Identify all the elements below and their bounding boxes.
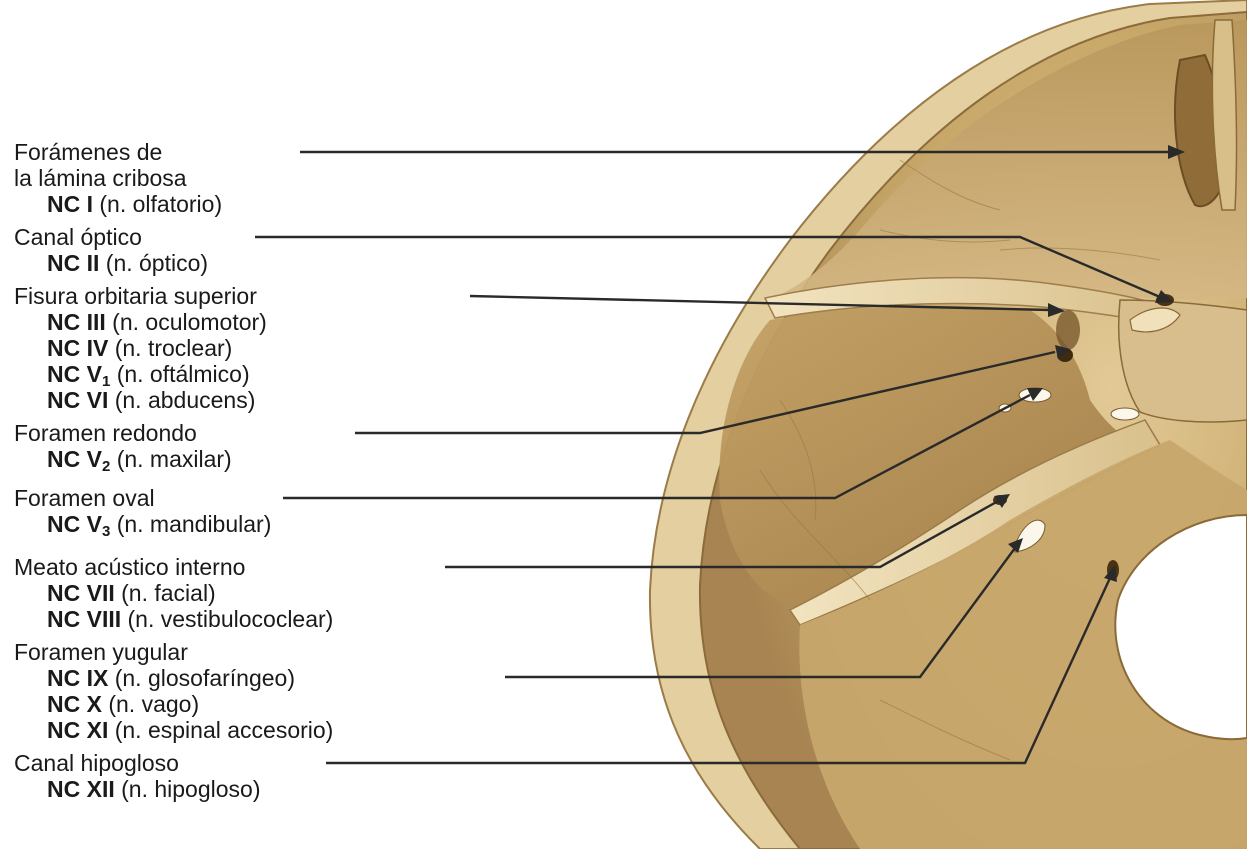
nerve-entry: NC VIII (n. vestibulococlear) bbox=[14, 606, 594, 632]
nerve-name: (n. maxilar) bbox=[117, 446, 232, 472]
nerve-name: (n. hipogloso) bbox=[121, 776, 260, 802]
cranial-nerve-number: NC II bbox=[47, 250, 99, 276]
nerve-name: (n. oftálmico) bbox=[117, 361, 250, 387]
nerve-entry: NC XII (n. hipogloso) bbox=[14, 776, 594, 802]
label-cribriform: Forámenes de la lámina cribosa NC I (n. … bbox=[14, 139, 594, 217]
nerve-name: (n. óptico) bbox=[106, 250, 208, 276]
nerve-name: (n. oculomotor) bbox=[112, 309, 267, 335]
nerve-division-subscript: 3 bbox=[102, 523, 110, 540]
structure-name: Meato acústico interno bbox=[14, 554, 594, 580]
nerve-entry: NC X (n. vago) bbox=[14, 691, 594, 717]
nerve-entry: NC IV (n. troclear) bbox=[14, 335, 594, 361]
structure-name: Canal hipogloso bbox=[14, 750, 594, 776]
label-iam: Meato acústico interno NC VII (n. facial… bbox=[14, 554, 594, 632]
cranial-nerve-number: NC V bbox=[47, 446, 102, 472]
nerve-entry: NC XI (n. espinal accesorio) bbox=[14, 717, 594, 743]
nerve-entry: NC III (n. oculomotor) bbox=[14, 309, 594, 335]
cranial-nerve-number: NC V bbox=[47, 361, 102, 387]
cranial-nerve-number: NC X bbox=[47, 691, 102, 717]
nerve-name: (n. glosofaríngeo) bbox=[115, 665, 295, 691]
structure-name: la lámina cribosa bbox=[14, 165, 594, 191]
nerve-entry: NC I (n. olfatorio) bbox=[14, 191, 594, 217]
nerve-name: (n. mandibular) bbox=[117, 511, 272, 537]
nerve-name: (n. facial) bbox=[121, 580, 216, 606]
nerve-entry: NC VII (n. facial) bbox=[14, 580, 594, 606]
nerve-entry: NC VI (n. abducens) bbox=[14, 387, 594, 413]
nerve-name: (n. vago) bbox=[108, 691, 199, 717]
nerve-entry: NC II (n. óptico) bbox=[14, 250, 594, 276]
nerve-name: (n. abducens) bbox=[115, 387, 256, 413]
label-hypoglossal: Canal hipogloso NC XII (n. hipogloso) bbox=[14, 750, 594, 802]
cranial-nerve-number: NC III bbox=[47, 309, 106, 335]
nerve-entry: NC V3 (n. mandibular) bbox=[14, 511, 594, 537]
cranial-nerve-number: NC VI bbox=[47, 387, 108, 413]
nerve-name: (n. espinal accesorio) bbox=[115, 717, 334, 743]
nerve-name: (n. vestibulococlear) bbox=[128, 606, 334, 632]
label-sof: Fisura orbitaria superior NC III (n. ocu… bbox=[14, 283, 594, 413]
nerve-entry: NC V2 (n. maxilar) bbox=[14, 446, 594, 472]
structure-name: Foramen yugular bbox=[14, 639, 594, 665]
cranial-nerve-number: NC VIII bbox=[47, 606, 121, 632]
label-optic: Canal óptico NC II (n. óptico) bbox=[14, 224, 594, 276]
cranial-nerve-number: NC XI bbox=[47, 717, 108, 743]
label-rotundum: Foramen redondo NC V2 (n. maxilar) bbox=[14, 420, 594, 472]
cranial-nerve-number: NC I bbox=[47, 191, 93, 217]
structure-name: Canal óptico bbox=[14, 224, 594, 250]
structure-name: Fisura orbitaria superior bbox=[14, 283, 594, 309]
nerve-entry: NC IX (n. glosofaríngeo) bbox=[14, 665, 594, 691]
structure-name: Forámenes de bbox=[14, 139, 594, 165]
label-jugular: Foramen yugular NC IX (n. glosofaríngeo)… bbox=[14, 639, 594, 743]
nerve-name: (n. olfatorio) bbox=[99, 191, 222, 217]
cranial-nerve-number: NC XII bbox=[47, 776, 115, 802]
cranial-nerve-number: NC VII bbox=[47, 580, 115, 606]
nerve-entry: NC V1 (n. oftálmico) bbox=[14, 361, 594, 387]
nerve-name: (n. troclear) bbox=[115, 335, 233, 361]
cranial-nerve-number: NC V bbox=[47, 511, 102, 537]
structure-name: Foramen oval bbox=[14, 485, 594, 511]
nerve-division-subscript: 2 bbox=[102, 458, 110, 475]
cranial-nerve-number: NC IV bbox=[47, 335, 108, 361]
structure-name: Foramen redondo bbox=[14, 420, 594, 446]
label-ovale: Foramen oval NC V3 (n. mandibular) bbox=[14, 485, 594, 537]
cranial-nerve-number: NC IX bbox=[47, 665, 108, 691]
